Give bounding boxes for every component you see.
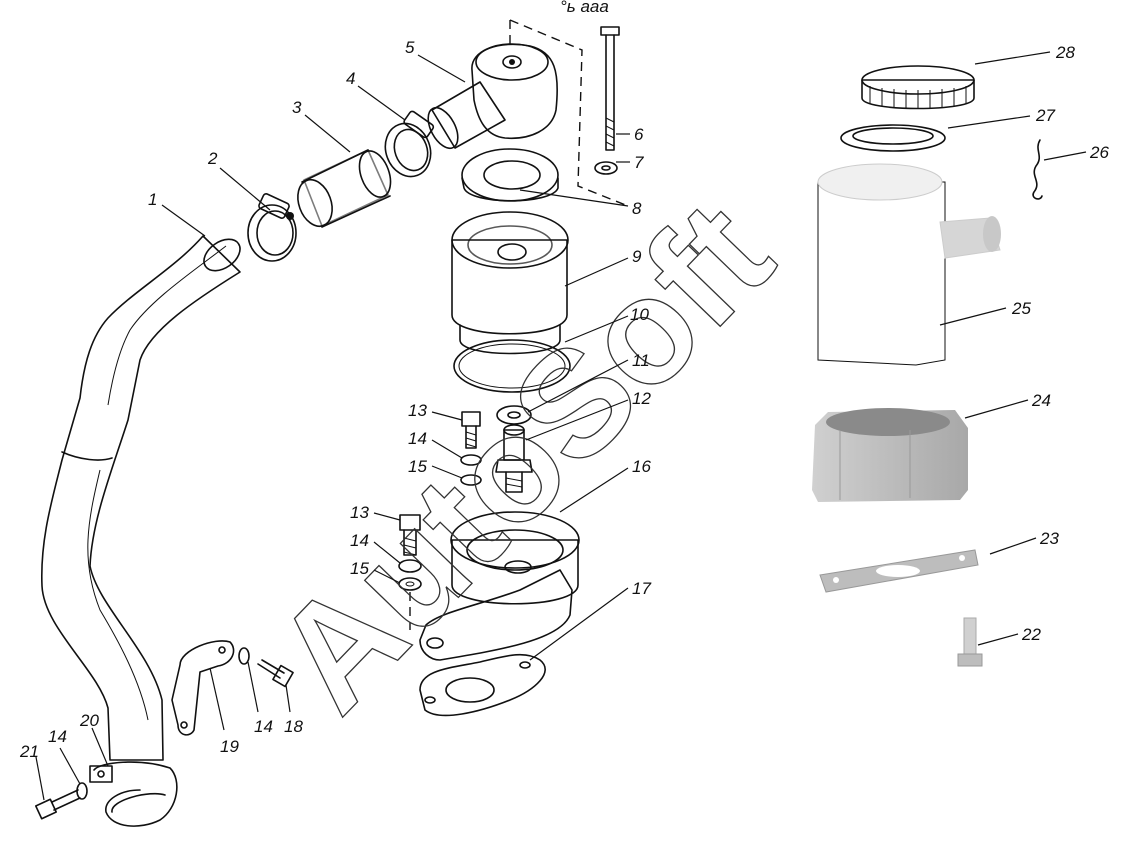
part-20-pipe-clamp	[89, 761, 178, 827]
part-28-cap	[861, 65, 975, 110]
callout-22: 22	[1021, 625, 1041, 644]
part-2-hose-clamp	[247, 193, 297, 262]
part-14-lock-washer-clamp	[76, 782, 88, 800]
callout-10: 10	[630, 305, 649, 324]
callout-7: 7	[634, 153, 644, 172]
part-24-base-nut	[812, 408, 968, 502]
watermark-autosoft: AutoSoft	[242, 170, 803, 742]
part-25-filter-body	[817, 163, 1001, 366]
part-13-bolt-upper	[461, 411, 481, 449]
callout-14-bracket: 14	[254, 717, 273, 736]
part-9-filter-element	[451, 211, 569, 355]
callout-19: 19	[220, 737, 239, 756]
callout-1: 1	[148, 190, 157, 209]
callout-labels: 1 2 3 4 5 6 7 8 9 10 11 12 13 14 15 16 1…	[19, 38, 1109, 761]
callout-17: 17	[632, 579, 651, 598]
callout-4: 4	[346, 69, 355, 88]
callout-3: 3	[292, 98, 302, 117]
callout-15-upper: 15	[408, 457, 427, 476]
callout-25: 25	[1011, 299, 1031, 318]
callout-28: 28	[1055, 43, 1075, 62]
callout-24: 24	[1031, 391, 1051, 410]
corner-mark: °ь ааа	[560, 0, 609, 16]
callout-15-lower: 15	[350, 559, 369, 578]
callout-8: 8	[632, 199, 642, 218]
callout-12: 12	[632, 389, 651, 408]
part-13-bolt-lower	[399, 514, 421, 556]
part-5-inlet-elbow	[427, 43, 559, 150]
part-18-bolt	[257, 659, 294, 688]
part-10-o-ring	[453, 339, 571, 393]
part-8-seal-ring	[461, 148, 559, 202]
callout-14-lower: 14	[350, 531, 369, 550]
part-12-hollow-bolt	[495, 424, 533, 493]
part-19-bracket	[171, 640, 235, 736]
part-15-washer-upper	[460, 474, 482, 486]
callout-9: 9	[632, 247, 642, 266]
part-21-bolt	[34, 789, 81, 820]
part-4-hose-clamp	[384, 110, 435, 178]
callout-13-lower: 13	[350, 503, 369, 522]
callout-27: 27	[1035, 106, 1055, 125]
callout-26: 26	[1089, 143, 1109, 162]
callout-16: 16	[632, 457, 651, 476]
callout-18: 18	[284, 717, 303, 736]
part-6-long-bolt	[600, 26, 620, 151]
part-27-gasket-ring	[840, 124, 946, 152]
callout-6: 6	[634, 125, 644, 144]
part-14-lock-washer-bracket	[238, 647, 250, 665]
part-7-washer	[594, 161, 618, 175]
leader-lines	[35, 51, 1087, 801]
part-1-air-pipe	[40, 235, 241, 761]
part-17-gasket	[419, 653, 546, 717]
callout-11: 11	[632, 351, 650, 370]
assembly-dashline	[509, 19, 629, 207]
part-22-bolt	[957, 617, 983, 667]
part-15-washer-lower	[398, 577, 422, 591]
part-3-rubber-sleeve	[297, 149, 392, 228]
callout-5: 5	[405, 38, 415, 57]
callout-21: 21	[19, 742, 39, 761]
callout-20: 20	[79, 711, 99, 730]
part-23-gasket-plate	[819, 549, 979, 593]
callout-13-upper: 13	[408, 401, 427, 420]
callout-14-upper: 14	[408, 429, 427, 448]
part-26-chain	[1032, 139, 1043, 200]
part-14-lock-washer-upper	[460, 454, 482, 466]
callout-23: 23	[1039, 529, 1059, 548]
part-11-washer	[496, 405, 532, 425]
part-16-filter-housing	[419, 511, 580, 661]
callout-2: 2	[207, 149, 218, 168]
part-14-lock-washer-lower	[398, 559, 422, 573]
callout-14-clamp: 14	[48, 727, 67, 746]
